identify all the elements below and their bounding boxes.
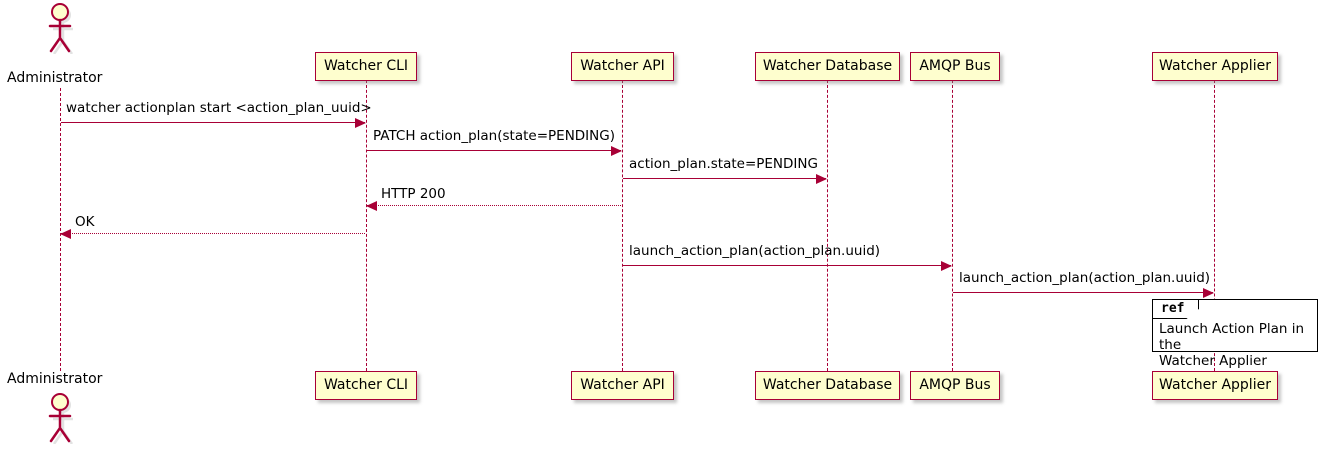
participant-box-watcher-api-bottom[interactable]: Watcher API — [571, 371, 674, 400]
ref-fragment-line-1: Launch Action Plan in the — [1159, 321, 1305, 353]
participant-box-watcher-applier-top[interactable]: Watcher Applier — [1152, 52, 1278, 81]
participant-box-amqp-bus-bottom[interactable]: AMQP Bus — [910, 371, 1000, 400]
message-arrow-launch-action-plan-to-applier — [953, 288, 1214, 298]
ref-fragment-body: Launch Action Plan in the Watcher Applie… — [1159, 321, 1313, 369]
participant-box-watcher-database-bottom[interactable]: Watcher Database — [755, 371, 900, 400]
actor-label-administrator-top: Administrator — [7, 70, 103, 86]
lifeline-amqp-bus — [952, 80, 953, 371]
arrowhead-right-icon — [1203, 288, 1214, 298]
arrowhead-right-icon — [816, 174, 827, 184]
message-arrow-http-200 — [366, 201, 621, 211]
participant-box-watcher-cli-top[interactable]: Watcher CLI — [315, 52, 417, 81]
participant-box-amqp-bus-top[interactable]: AMQP Bus — [910, 52, 1000, 81]
ref-fragment-tab-label: ref — [1153, 300, 1200, 319]
message-label-http-200: HTTP 200 — [381, 186, 446, 202]
ref-fragment-launch-action-plan: ref Launch Action Plan in the Watcher Ap… — [1152, 299, 1318, 369]
participant-box-watcher-api-top[interactable]: Watcher API — [571, 52, 674, 81]
participant-box-watcher-database-top[interactable]: Watcher Database — [755, 52, 900, 81]
message-label-patch-action-plan: PATCH action_plan(state=PENDING) — [373, 128, 615, 144]
message-label-launch-action-plan-to-amqp: launch_action_plan(action_plan.uuid) — [629, 243, 881, 259]
participant-box-watcher-applier-bottom[interactable]: Watcher Applier — [1152, 371, 1278, 400]
message-arrow-action-plan-state-pending — [623, 174, 827, 184]
lifeline-watcher-applier — [1214, 80, 1215, 371]
message-arrow-launch-action-plan-to-amqp — [623, 261, 952, 271]
message-label-launch-action-plan-to-applier: launch_action_plan(action_plan.uuid) — [959, 270, 1211, 286]
message-label-action-plan-state-pending: action_plan.state=PENDING — [629, 156, 818, 172]
lifeline-watcher-database — [827, 80, 828, 371]
lifeline-watcher-cli — [366, 80, 367, 371]
actor-administrator-top — [48, 3, 74, 54]
message-label-watcher-actionplan-start: watcher actionplan start <action_plan_uu… — [66, 100, 372, 116]
message-arrow-patch-action-plan — [367, 146, 622, 156]
actor-label-administrator-bottom: Administrator — [7, 371, 103, 387]
arrowhead-left-icon — [366, 201, 377, 211]
arrowhead-right-icon — [941, 261, 952, 271]
arrowhead-right-icon — [611, 146, 622, 156]
arrowhead-left-icon — [60, 229, 71, 239]
message-arrow-watcher-actionplan-start — [61, 118, 366, 128]
ref-fragment-line-2: Watcher Applier — [1159, 353, 1267, 369]
lifeline-watcher-api — [622, 80, 623, 371]
arrowhead-right-icon — [355, 118, 366, 128]
message-label-ok: OK — [75, 214, 95, 230]
actor-administrator-bottom — [48, 393, 74, 444]
participant-box-watcher-cli-bottom[interactable]: Watcher CLI — [315, 371, 417, 400]
message-arrow-ok — [60, 229, 365, 239]
